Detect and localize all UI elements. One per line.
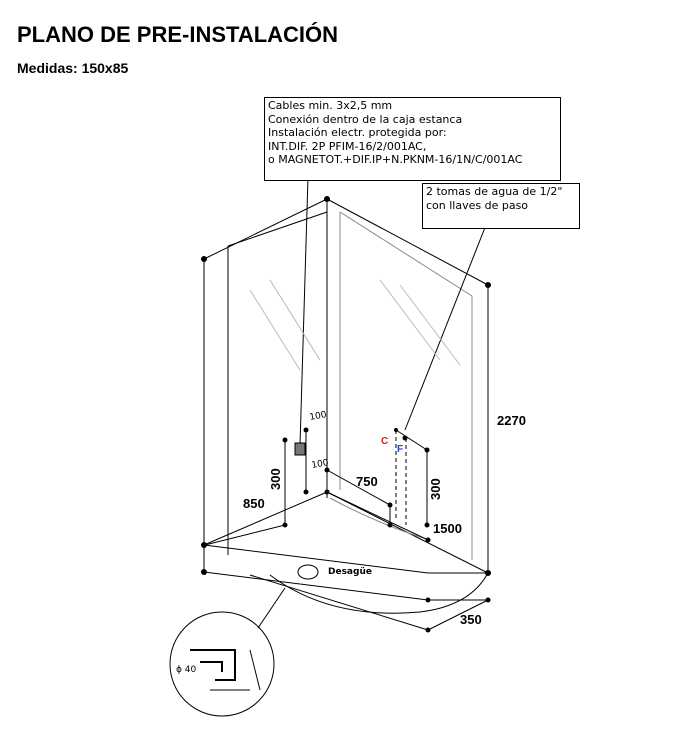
dim-width: 1500	[433, 521, 462, 536]
water-pipe	[395, 429, 428, 451]
frame-line	[203, 571, 429, 601]
dim-line	[204, 524, 286, 546]
dim-line	[326, 469, 391, 506]
corner-dots	[201, 196, 491, 633]
dim-box-a: 100	[309, 410, 328, 423]
water-note: 2 tomas de agua de 1/2" con llaves de pa…	[422, 183, 580, 229]
leader-line	[299, 176, 309, 446]
dim-line	[427, 599, 489, 631]
drain-detail	[169, 611, 275, 717]
dim-depth: 850	[243, 496, 265, 511]
dim-drain-offset: 350	[460, 612, 482, 627]
tray-curve	[329, 497, 431, 541]
dim-line	[326, 491, 429, 541]
dim-height: 2270	[497, 413, 526, 428]
leader-line	[257, 587, 286, 629]
tray-curve	[269, 572, 489, 614]
dim-outlet-offset: 750	[356, 474, 378, 489]
water-note-line: 2 tomas de agua de 1/2"	[426, 185, 563, 198]
water-note-line: con llaves de paso	[426, 198, 529, 212]
electric-box	[294, 442, 306, 456]
page-subtitle: Medidas: 150x85	[17, 60, 129, 76]
drain-label: Desagüe	[328, 567, 372, 577]
frame-line	[203, 491, 328, 546]
leader-line	[404, 224, 487, 431]
dim-outlet-height-left: 300	[268, 468, 283, 490]
dim-line	[249, 574, 429, 631]
electrical-note-line: o MAGNETOT.+DIF.IP+N.PKNM-16/1N/C/001AC	[268, 153, 523, 166]
frame-line	[203, 544, 429, 574]
hot-label: C	[381, 436, 388, 447]
dim-outlet-height-right: 300	[428, 478, 443, 500]
cold-label: F	[397, 444, 403, 455]
electrical-note-line: Instalación electr. protegida por:	[268, 126, 447, 139]
dim-box-b: 100	[311, 458, 330, 471]
electrical-note-line: Conexión dentro de la caja estanca	[268, 112, 463, 126]
frame-line	[339, 211, 473, 297]
electrical-note: Cables min. 3x2,5 mm Conexión dentro de …	[264, 97, 561, 181]
electrical-note-line: Cables min. 3x2,5 mm	[268, 99, 393, 112]
page-title: PLANO DE PRE-INSTALACIÓN	[17, 22, 339, 47]
frame-line	[203, 198, 328, 260]
electrical-note-line: INT.DIF. 2P PFIM-16/2/001AC,	[268, 139, 427, 153]
drain-diameter-label: ɸ 40	[176, 665, 197, 675]
frame-line	[227, 211, 328, 247]
drain-circle	[297, 564, 319, 580]
frame-line	[326, 198, 489, 286]
